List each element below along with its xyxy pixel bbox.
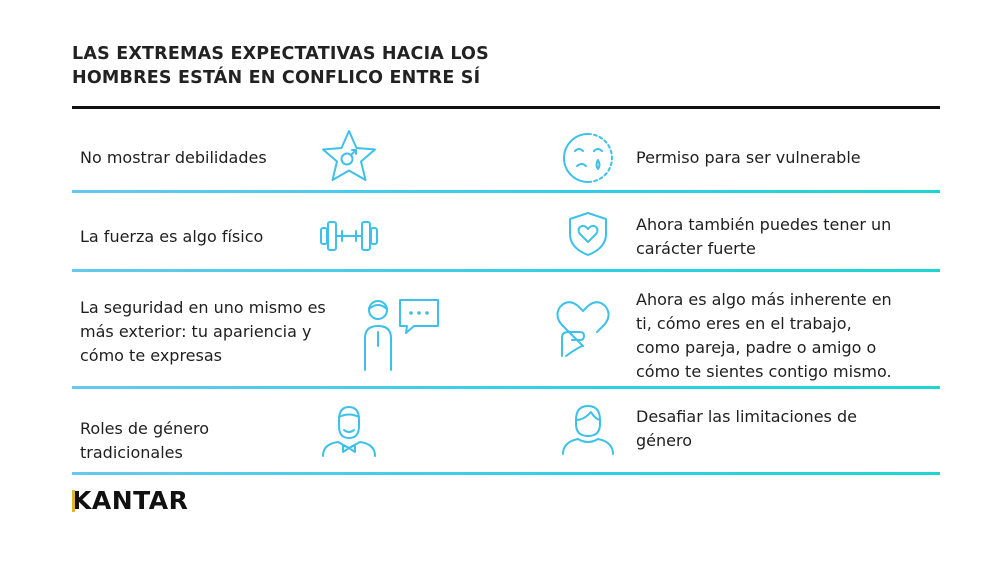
row4-left-text: Roles de género tradicionales (80, 419, 209, 462)
row1-left-text: No mostrar debilidades (80, 148, 267, 167)
kantar-logo: KANTAR (72, 486, 189, 515)
dumbbell-icon (318, 218, 380, 254)
row-divider (72, 269, 940, 272)
crying-face-icon (560, 130, 616, 186)
person-speech-icon (360, 296, 444, 372)
man-bowtie-icon (320, 402, 378, 458)
row2-left-text: La fuerza es algo físico (80, 227, 264, 246)
row3-right-text: Ahora es algo más inherente en ti, cómo … (636, 290, 892, 381)
person-portrait-icon (560, 400, 616, 456)
star-male-icon (318, 128, 380, 186)
logo-accent-mark (72, 490, 75, 512)
page-title: LAS EXTREMAS EXPECTATIVAS HACIA LOS HOMB… (72, 42, 592, 90)
title-rule (72, 106, 940, 109)
hand-heart-icon (554, 296, 612, 360)
row2-right-text: Ahora también puedes tener un carácter f… (636, 215, 892, 258)
row1-right-text: Permiso para ser vulnerable (636, 148, 861, 167)
title-line-1: LAS EXTREMAS EXPECTATIVAS HACIA LOS (72, 44, 489, 64)
row3-left-text: La seguridad en uno mismo es más exterio… (80, 298, 326, 365)
title-line-2: HOMBRES ESTÁN EN CONFLICO ENTRE SÍ (72, 68, 481, 88)
shield-heart-icon (566, 210, 610, 258)
row4-right-text: Desafiar las limitaciones de género (636, 407, 857, 450)
row-divider (72, 386, 940, 389)
row-divider (72, 472, 940, 475)
row-divider (72, 190, 940, 193)
